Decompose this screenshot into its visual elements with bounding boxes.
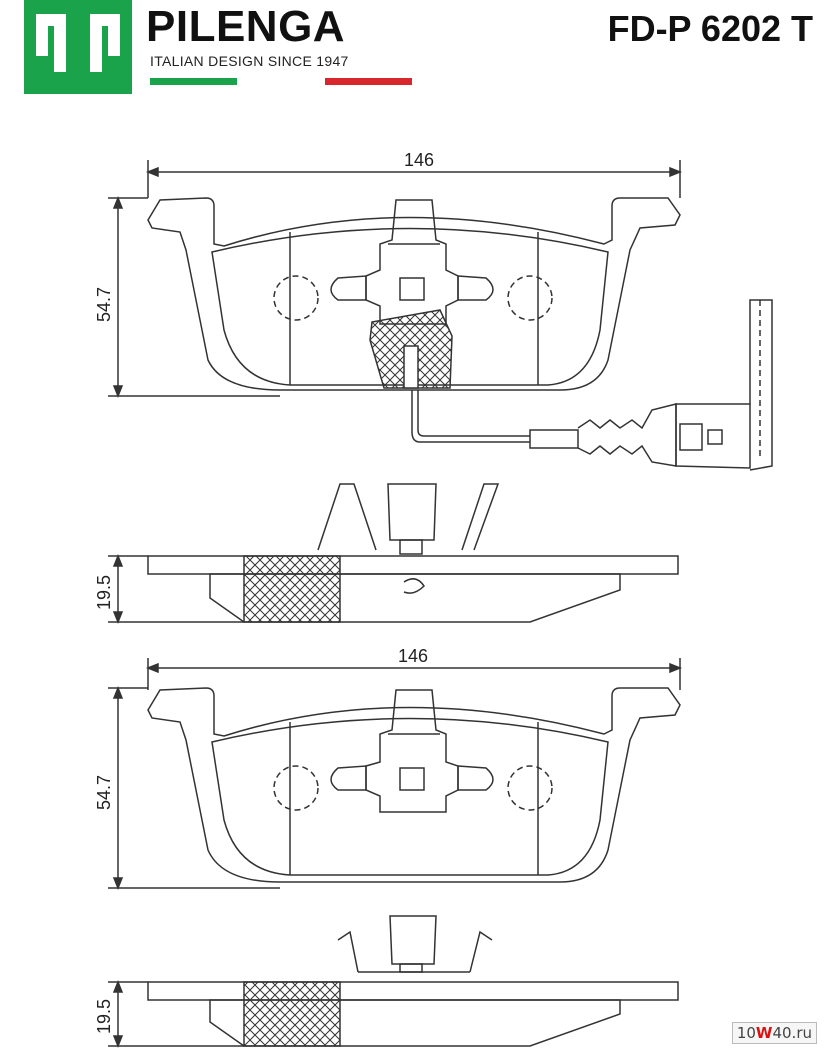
qp-logo-icon [24, 0, 132, 94]
thickness-dimension-label-1: 19.5 [94, 575, 114, 610]
flag-red [324, 78, 412, 85]
watermark-suffix: 40 [772, 1024, 792, 1042]
width-dimension-label-1: 146 [404, 150, 434, 170]
part-number: FD-P 6202 T [607, 8, 813, 49]
watermark-prefix: 10 [736, 1024, 756, 1042]
brand-name: PILENGA [146, 2, 346, 51]
height-dimension-label-2: 54.7 [94, 775, 114, 810]
height-dimension-label-1: 54.7 [94, 287, 114, 322]
flag-green [150, 78, 238, 85]
brand-tagline: ITALIAN DESIGN SINCE 1947 [150, 53, 349, 69]
italian-flag-bar [150, 78, 412, 85]
brand-logo [24, 0, 132, 94]
pad-front-view-1 [108, 160, 773, 471]
watermark-domain: .ru [791, 1024, 812, 1042]
thickness-dimension-label-2: 19.5 [94, 999, 114, 1034]
pad-front-view-2 [108, 658, 683, 891]
site-watermark: 10W40.ru [731, 1022, 817, 1044]
watermark-mid: W [755, 1024, 773, 1042]
flag-white [237, 78, 325, 85]
pad-side-view-1 [108, 483, 679, 625]
pad-side-view-2 [108, 915, 679, 1049]
width-dimension-label-2: 146 [398, 646, 428, 666]
